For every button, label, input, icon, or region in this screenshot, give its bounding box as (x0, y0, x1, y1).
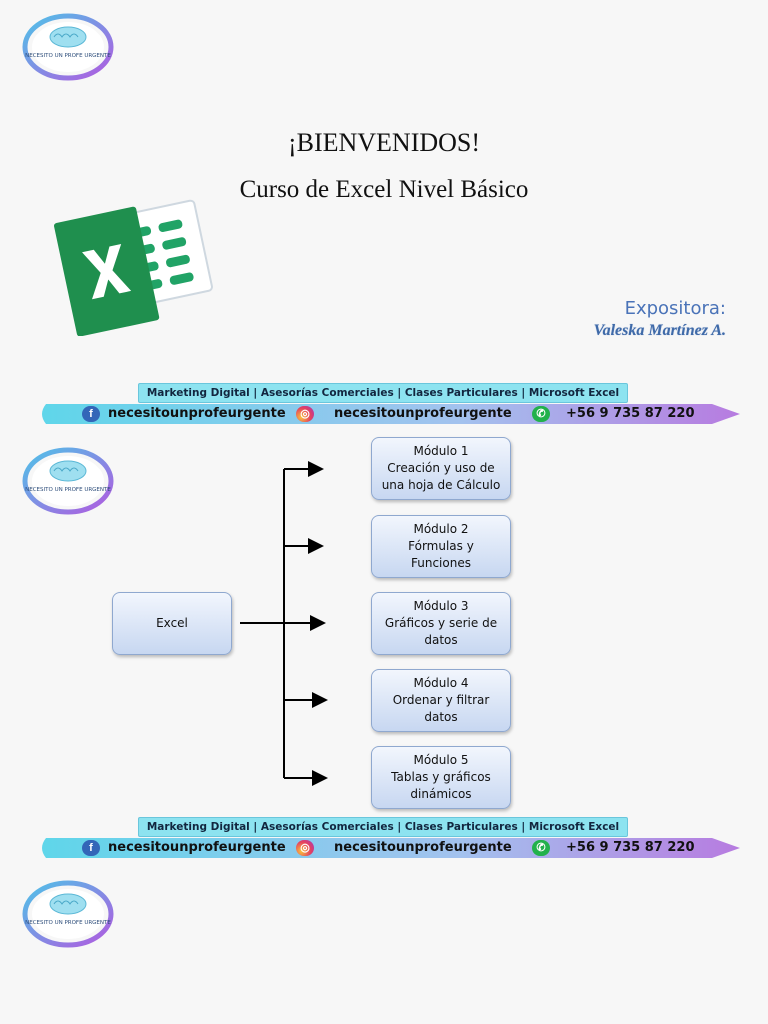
logo-text: NECESITO UN PROFE URGENTE (25, 920, 111, 926)
whatsapp-icon: ✆ (532, 840, 550, 856)
pen-shape (42, 838, 740, 858)
presenter-name: Valeska Martínez A. (593, 322, 726, 339)
contact-banner: Marketing Digital | Asesorías Comerciale… (38, 817, 742, 863)
facebook-icon: f (82, 406, 100, 422)
brain-logo-icon: NECESITO UN PROFE URGENTE (22, 447, 114, 515)
logo-text: NECESITO UN PROFE URGENTE (25, 487, 111, 493)
services-bar: Marketing Digital | Asesorías Comerciale… (138, 817, 628, 837)
logo-text: NECESITO UN PROFE URGENTE (25, 53, 111, 59)
course-title: Curso de Excel Nivel Básico (239, 176, 529, 203)
whatsapp-icon: ✆ (532, 406, 550, 422)
instagram-handle[interactable]: necesitounprofeurgente (334, 406, 512, 421)
whatsapp-number[interactable]: +56 9 735 87 220 (566, 406, 695, 421)
pen-shape (42, 404, 740, 424)
diagram-root-excel: Excel (112, 592, 232, 655)
excel-logo-icon (54, 199, 213, 336)
instagram-icon: ◎ (296, 406, 314, 422)
services-bar: Marketing Digital | Asesorías Comerciale… (138, 383, 628, 403)
presenter-label: Expositora: (624, 298, 726, 319)
facebook-handle[interactable]: necesitounprofeurgente (108, 406, 286, 421)
instagram-handle[interactable]: necesitounprofeurgente (334, 840, 512, 855)
facebook-icon: f (82, 840, 100, 856)
brain-logo-icon: NECESITO UN PROFE URGENTE (22, 13, 114, 81)
brain-logo-icon: NECESITO UN PROFE URGENTE (22, 880, 114, 948)
instagram-icon: ◎ (296, 840, 314, 856)
page-title: ¡BIENVENIDOS! (287, 128, 481, 157)
facebook-handle[interactable]: necesitounprofeurgente (108, 840, 286, 855)
whatsapp-number[interactable]: +56 9 735 87 220 (566, 840, 695, 855)
contact-banner: Marketing Digital | Asesorías Comerciale… (38, 383, 742, 429)
